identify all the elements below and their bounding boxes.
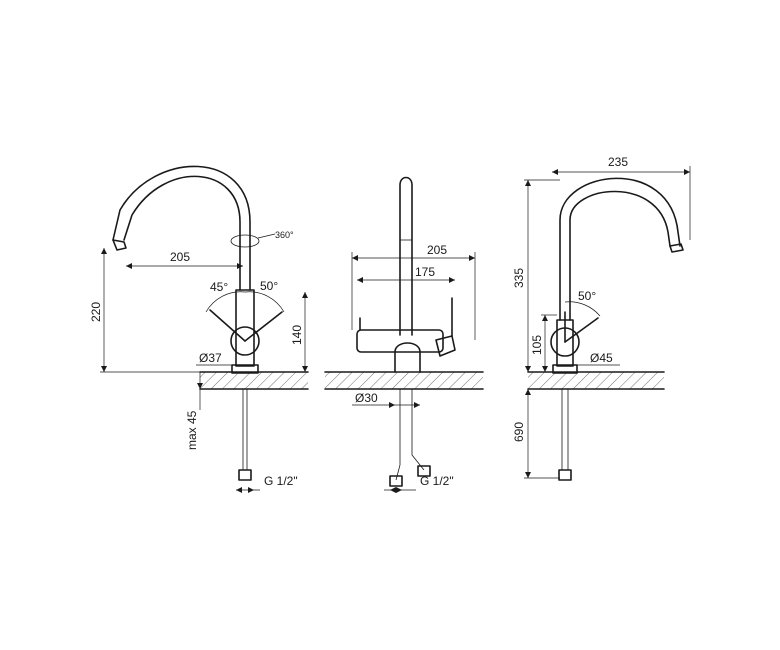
left-spout-inner <box>112 165 251 291</box>
right-spout-inner <box>569 190 671 321</box>
middle-lever-span-label: 175 <box>415 265 435 279</box>
right-spout-outer <box>559 177 681 321</box>
left-body <box>235 289 255 367</box>
left-rotation-ellipse <box>230 234 260 248</box>
middle-hose-right <box>411 389 425 471</box>
middle-body <box>356 329 444 353</box>
right-view: 50° 235 335 105 Ø45 690 <box>512 155 691 481</box>
middle-shank-diameter-label: Ø30 <box>355 391 378 405</box>
right-hose <box>561 389 569 470</box>
right-angle-label: 50° <box>578 289 596 303</box>
right-aerator <box>669 243 684 253</box>
left-aerator <box>112 239 127 251</box>
middle-thread-label: G 1/2" <box>420 474 454 488</box>
middle-hose-left <box>395 389 401 481</box>
left-countertop <box>200 372 308 389</box>
right-reach-label: 235 <box>608 155 628 169</box>
left-angle-left-label: 45° <box>210 280 228 294</box>
left-base-diameter-label: Ø37 <box>199 351 222 365</box>
right-height-label: 335 <box>512 268 526 288</box>
left-rotation-label: 360° <box>275 230 294 240</box>
left-hose-nut <box>238 469 252 481</box>
left-hose <box>242 389 248 470</box>
left-lever-45 <box>209 309 246 342</box>
left-height-label: 220 <box>89 302 103 322</box>
right-lever-height-label: 105 <box>530 335 544 355</box>
left-view: 360° 45° 50° 205 220 140 Ø37 max 45 <box>89 165 309 493</box>
middle-lever-handle <box>435 335 456 357</box>
right-countertop <box>528 372 664 389</box>
middle-width-label: 205 <box>427 243 447 257</box>
left-reach-label: 205 <box>170 250 190 264</box>
left-lever-height-label: 140 <box>290 325 304 345</box>
right-lever-50 <box>564 317 599 343</box>
right-base-diameter-label: Ø45 <box>590 351 613 365</box>
middle-spout <box>399 176 413 336</box>
right-hose-length-label: 690 <box>512 422 526 442</box>
middle-neck <box>394 342 421 373</box>
left-max-thickness-label: max 45 <box>185 410 199 450</box>
left-lever-knob <box>230 326 260 356</box>
left-thread-label: G 1/2" <box>264 474 298 488</box>
left-spout-outer <box>123 175 241 291</box>
left-angle-right-label: 50° <box>260 279 278 293</box>
middle-view: 205 175 Ø30 G 1/2" <box>324 176 484 493</box>
middle-countertop <box>325 372 483 389</box>
left-lever-50 <box>244 311 283 342</box>
